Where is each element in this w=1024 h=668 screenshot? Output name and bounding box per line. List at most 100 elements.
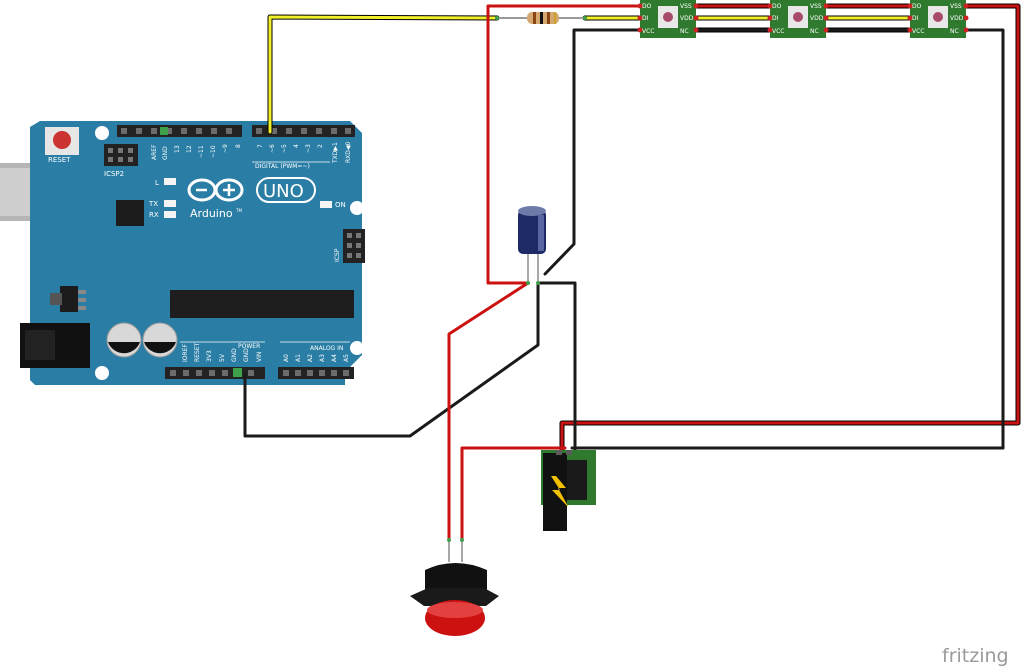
analog-label: ANALOG IN	[310, 345, 343, 352]
led-pad	[767, 15, 773, 21]
mounting-hole	[95, 366, 109, 380]
led-pad	[767, 27, 773, 33]
l-led-label: L	[155, 179, 159, 187]
pin-label: 13	[174, 145, 181, 153]
pin-label: 8	[235, 144, 242, 148]
led-pin-label: DO	[772, 3, 782, 10]
tx-led-label: TX	[148, 200, 158, 208]
ws2812-led-module[interactable]: DO VSS DI VDD VCC NC	[907, 0, 969, 38]
pin-label: AREF	[151, 144, 158, 160]
wire-gnd-arduino[interactable]	[243, 281, 540, 438]
analog-pin-label: A5	[343, 354, 350, 362]
led-pin-label: NC	[810, 28, 819, 35]
pin-label: 7	[257, 144, 264, 148]
analog-pin-label: A0	[283, 354, 290, 362]
led-die	[663, 12, 673, 22]
wire-vss-to-jack[interactable]	[560, 4, 1020, 452]
dc-power-jack[interactable]	[541, 450, 596, 531]
icsp-header	[343, 229, 365, 263]
led-pin-label: DI	[642, 15, 649, 22]
power-pin-label: 3V3	[206, 350, 213, 362]
mounting-hole	[95, 126, 109, 140]
digital-label: DIGITAL (PWM=~)	[255, 163, 310, 170]
icsp2-header	[104, 144, 138, 166]
rx-led-label: RX	[149, 211, 159, 219]
wire-power-led1[interactable]	[486, 4, 642, 285]
rx-led	[164, 211, 176, 218]
wire-data-outline	[267, 14, 500, 135]
push-button[interactable]	[410, 538, 499, 636]
l-led	[164, 178, 176, 185]
voltage-regulator	[60, 286, 78, 312]
led-pad	[637, 15, 643, 21]
arduino-logo: UNO Arduino TM	[187, 177, 316, 220]
led-die	[793, 12, 803, 22]
led-pad	[637, 27, 643, 33]
led-pad	[767, 3, 773, 9]
wire-gnd-to-jack[interactable]	[570, 28, 1005, 450]
led-pin-label: VDD	[950, 15, 964, 22]
ws2812-led-module[interactable]: DO VSS DI VDD VCC NC	[767, 0, 829, 38]
led-pin-label: DI	[912, 15, 919, 22]
power-pin-label: 5V	[219, 353, 226, 362]
txd-label: TXD▶1	[332, 142, 339, 164]
wire-gnd-cap-jack[interactable]	[536, 281, 577, 452]
electrolytic-capacitor[interactable]	[518, 206, 546, 285]
mounting-hole	[350, 201, 364, 215]
led-pad	[823, 27, 829, 33]
rxd-label: RXD◀0	[345, 141, 352, 163]
resistor[interactable]	[495, 12, 587, 24]
pin-label: ~5	[281, 144, 288, 153]
led-pad	[963, 27, 969, 33]
led-pin-label: VCC	[642, 28, 654, 35]
led-pin-label: VDD	[810, 15, 824, 22]
pin-label: ~3	[305, 144, 312, 153]
wire-gnd-led1[interactable]	[543, 28, 642, 276]
led-pad	[963, 3, 969, 9]
pin-label: 4	[293, 144, 300, 148]
mounting-hole	[350, 341, 364, 355]
led-pad	[693, 3, 699, 9]
power-pin-label: VIN	[256, 352, 263, 362]
reset-button-cap[interactable]	[53, 131, 71, 149]
led-pin-label: DI	[772, 15, 779, 22]
led-pin-label: VCC	[772, 28, 784, 35]
led-pin-label: DO	[912, 3, 922, 10]
wire-data[interactable]	[268, 15, 499, 134]
reset-label: RESET	[48, 156, 71, 164]
icsp-label: ICSP	[334, 248, 341, 262]
fritzing-watermark: fritzing	[942, 645, 1009, 667]
analog-pin-label: A4	[331, 354, 338, 362]
led-pad	[963, 15, 969, 21]
power-pin-label: IOREF	[182, 344, 189, 362]
power-pin-label: GND	[243, 348, 250, 362]
trademark: TM	[235, 208, 242, 213]
analog-pin-label: A2	[307, 354, 314, 362]
power-pin-label: RESET	[194, 342, 201, 362]
arduino-uno-board: RESET ICSP2 AREF GND 13 12 ~11 ~10 ~9 8	[0, 121, 365, 385]
led-pin-label: VCC	[912, 28, 924, 35]
board-pcb	[30, 121, 362, 385]
led-pin-label: VDD	[680, 15, 694, 22]
arduino-wordmark: Arduino	[190, 207, 233, 220]
wire-power-button[interactable]	[447, 281, 530, 542]
on-led	[320, 201, 332, 208]
digital-header-left	[117, 125, 242, 137]
led-pin-label: NC	[680, 28, 689, 35]
power-pin-label: GND	[231, 348, 238, 362]
analog-header	[278, 367, 354, 379]
led-pin-label: DO	[642, 3, 652, 10]
wire-button-jack[interactable]	[460, 446, 567, 542]
led-pin-label: VSS	[810, 3, 822, 10]
led-pin-label: VSS	[950, 3, 962, 10]
tx-led	[164, 200, 176, 207]
led-die	[933, 12, 943, 22]
led-pad	[823, 3, 829, 9]
digital-header-pins	[121, 128, 351, 134]
led-pad	[907, 15, 913, 21]
pin-label: ~11	[198, 145, 205, 158]
led-pad	[823, 15, 829, 21]
led-pin-label: NC	[950, 28, 959, 35]
pin-label: 12	[186, 145, 193, 153]
